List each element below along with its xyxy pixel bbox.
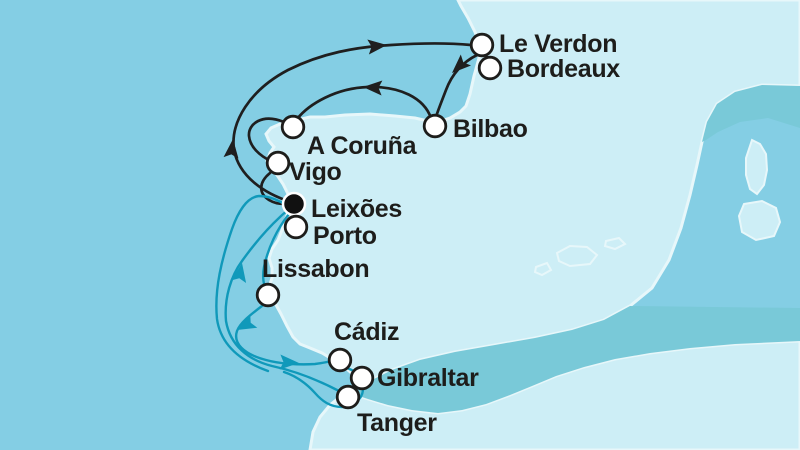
route-arrow-7: [279, 354, 299, 370]
port-marker-cadiz: [327, 347, 353, 373]
sea-ligurian-overlay: [702, 85, 800, 142]
port-label-bordeaux: Bordeaux: [507, 55, 620, 83]
port-label-gibraltar: Gibraltar: [377, 364, 479, 392]
route-arrow-6: [237, 314, 258, 330]
route-arrow-1: [223, 139, 239, 159]
route-arrow-3: [452, 54, 472, 73]
port-marker-porto: [283, 214, 309, 240]
landmass-iberia-france: [264, 0, 800, 389]
port-label-porto: Porto: [313, 222, 377, 250]
route-segment-return-outer: [215, 194, 290, 373]
sea-strait-overlay: [350, 306, 800, 413]
route-segment-leverdon-bilbao: [434, 53, 479, 119]
port-marker-vigo: [265, 150, 291, 176]
route-segment-acoruna-vigo: [247, 117, 286, 163]
port-label-vigo: Vigo: [289, 158, 342, 186]
island-menorca: [603, 236, 627, 251]
route-segment-vigo-leixoes: [259, 171, 286, 206]
route-arrow-4: [363, 80, 383, 96]
island-mallorca: [555, 244, 599, 268]
port-label-le-verdon: Le Verdon: [499, 30, 617, 58]
port-marker-tanger: [335, 384, 361, 410]
port-label-lissabon: Lissabon: [262, 255, 369, 283]
route-arrow-2: [367, 39, 387, 55]
route-arrow-5: [231, 263, 247, 284]
port-label-tanger: Tanger: [357, 409, 437, 437]
island-ibiza: [533, 261, 553, 277]
island-corsica: [745, 138, 769, 196]
port-marker-lissabon: [255, 282, 281, 308]
port-marker-a-coruna: [280, 114, 306, 140]
port-marker-bilbao: [422, 113, 448, 139]
port-marker-gibraltar: [349, 365, 375, 391]
port-markers-layer: [255, 32, 503, 410]
route-arrows-layer: [223, 39, 472, 370]
port-marker-le-verdon: [469, 32, 495, 58]
port-label-a-coruna: A Coruña: [307, 132, 418, 160]
port-label-cadiz: Cádiz: [334, 318, 399, 346]
port-label-bilbao: Bilbao: [453, 115, 528, 143]
island-sardinia: [737, 199, 782, 242]
port-label-leixoes: Leixões: [311, 195, 402, 223]
port-marker-bordeaux: [477, 55, 503, 81]
port-marker-leixoes: [281, 191, 307, 217]
route-segment-lissabon-cadiz: [234, 304, 333, 366]
route-segment-leixoes-leverdon: [232, 42, 473, 204]
